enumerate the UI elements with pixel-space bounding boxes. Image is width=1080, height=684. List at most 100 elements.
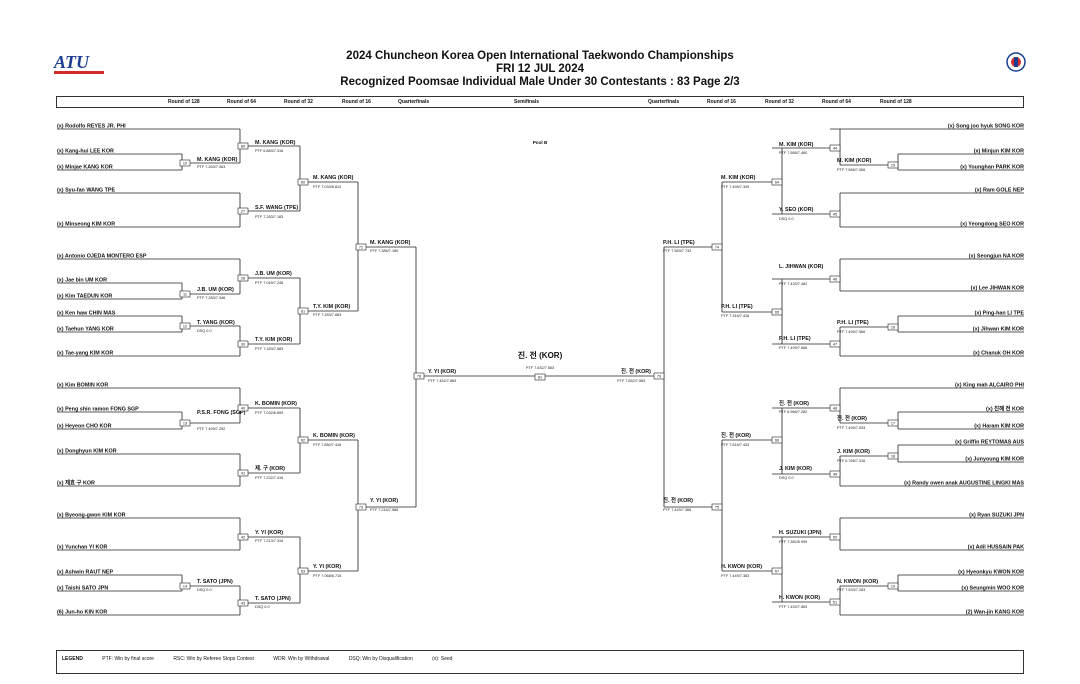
left-entry-name: (x) Ken haw CHIN MAS [57,311,116,317]
left-winner-name: T.Y. KIM (KOR) [313,304,350,310]
right-entry-name: (x) Younghan PARK KOR [960,165,1024,171]
right-winner-name: M. KIM (KOR) [837,158,872,164]
right-entry-name: (x) Ram GOLE NEP [975,188,1025,194]
left-winner-name: M. KANG (KOR) [370,240,411,246]
right-winner-score: PTF 6.966/7.282 [779,410,807,414]
title-line-3: Recognized Poomsae Individual Male Under… [340,76,740,88]
left-winner-score: PTF 6.883/7.316 [255,149,283,153]
right-winner-score: PTF 7.316/7.416 [721,314,749,318]
legend-seed: (x): Seed [432,656,453,662]
left-winner-score: PTF 7.283/7.346 [197,296,225,300]
left-entry-name: (x) Heyeon CHO KOR [57,424,112,430]
left-winner-name: K. BOMIN (KOR) [255,401,297,407]
legend-ptf: PTF: Win by final score [102,656,154,662]
left-entry-name: (x) Minjae KANG KOR [57,165,113,171]
left-entry-name: (x) Byeong-gwon KIM KOR [57,513,126,519]
right-match-46-number: 46 [833,278,837,282]
left-winner-score: PTF 7.216/7.588 [370,508,398,512]
left-entry-name: (x) Ashwin RAUT NEP [57,570,114,576]
round-header-right-128: Round of 128 [880,99,912,105]
right-winner-name: P.H. LI (TPE) [837,320,869,326]
right-winner-name: L. JIHWAN (KOR) [779,264,824,270]
right-match-18-number: 18 [891,455,895,459]
left-match-89-number: 89 [241,145,245,149]
left-winner-name: T. SATO (JPN) [197,579,233,585]
left-entry-name: (x) Taehun YANG KOR [57,327,114,333]
final-match-box [534,373,546,381]
left-winner-name: Y. YI (KOR) [370,498,398,504]
right-winner-name: H. SUZUKI (JPN) [779,530,822,536]
emblem-icon [1006,52,1026,72]
right-entry-name: (2) Wan-jin KANG KOR [966,610,1024,616]
left-winner-score: PTF 7.032/6.699 [255,411,283,415]
left-match-40-number: 40 [241,407,245,411]
title-block: 2024 Chuncheon Korea Open International … [0,50,1080,89]
right-match-16-number: 16 [891,326,895,330]
right-winner-score: DSQ 0.0 [779,217,794,221]
left-match-63-number: 63 [301,570,305,574]
right-match-75-number: 75 [715,506,719,510]
final-winner-name: 진. 전 (KOR) [518,350,563,360]
left-winner-name: K. BOMIN (KOR) [313,433,355,439]
right-match-19-number: 19 [891,585,895,589]
left-winner-name: T.Y. KIM (KOR) [255,337,292,343]
left-winner-name: M. KANG (KOR) [313,175,354,181]
right-match-17-number: 17 [891,422,895,426]
left-winner-score: PTF 7.232/7.416 [255,476,283,480]
left-match-27-number: 27 [241,210,245,214]
logo-text: ATU [53,52,90,72]
left-match-28-number: 28 [241,277,245,281]
right-winner-score: PTF 7.652/7.583 [617,379,645,383]
left-match-72-number: 72 [359,246,363,250]
right-entry-name: (x) Griffin REYTOMAS AUS [955,440,1024,446]
right-winner-name: 진. 전 (KOR) [837,414,867,422]
left-winner-name: 제. 구 (KOR) [255,464,285,472]
left-winner-name: T. YANG (KOR) [197,320,235,326]
left-entry-name: (x) Syu-fan WANG TPE [57,188,116,194]
final-winner-score: PTF 7.632/7.563 [526,366,554,370]
right-match-47-number: 47 [833,343,837,347]
left-winner-name: J.B. UM (KOR) [197,287,234,293]
right-match-66-number: 66 [775,439,779,443]
left-match-61-number: 61 [301,310,305,314]
round-header-right-qf: Quarterfinals [648,99,680,105]
right-winner-score: DSQ 0.0 [779,476,794,480]
right-entry-name: (x) Ping-han LI TPE [975,311,1025,317]
legend-wdr: WDR: Win by Withdrawal [273,656,330,662]
round-header-left-qf: Quarterfinals [398,99,430,105]
left-winner-name: M. KANG (KOR) [197,157,238,163]
right-entry-name: (x) Randy owen anak AUGUSTINE LINGKI MAS [904,481,1024,487]
right-match-65-number: 65 [775,311,779,315]
right-match-64-number: 64 [775,181,779,185]
right-match-50-number: 50 [833,536,837,540]
left-match-42-number: 42 [241,536,245,540]
left-winner-score: PTF 7.499/7.252 [197,427,225,431]
right-winner-name: Y. SEO (KOR) [779,207,814,213]
left-entry-name: (x) Kim TAEDUN KOR [57,294,112,300]
right-winner-score: PTF 7.533/7.283 [837,588,865,592]
right-winner-name: J. KIM (KOR) [837,449,870,455]
round-header-sf: Semifinals [514,99,540,105]
left-match-62-number: 62 [301,439,305,443]
left-entry-name: (x) Kim BOMIN KOR [57,383,108,389]
right-match-15-number: 15 [891,164,895,168]
legend-rsc: RSC: Win by Referee Stops Contest [173,656,254,662]
left-winner-score: PTF 7.049/7.246 [255,281,283,285]
legend-title: LEGEND [62,656,83,662]
left-winner-name: P.S.R. FONG (SGP) [197,410,246,416]
right-winner-score: PTF 7.382/6.999 [779,540,807,544]
round-header-left-32: Round of 32 [284,99,313,105]
right-entry-name: (x) 진혜 전 KOR [986,405,1024,413]
right-entry-name: (x) Chanuk OH KOR [973,351,1024,357]
left-match-43-number: 43 [241,602,245,606]
legend-dsq: DSQ: Win by Disqualification [348,656,413,662]
left-match-10-number: 10 [183,162,187,166]
right-winner-score: PTF 7.566/7.460 [779,151,807,155]
right-winner-name: 진. 전 (KOR) [663,496,693,504]
left-match-12-number: 12 [183,325,187,329]
left-entry-name: (x) Yunchan YI KOR [57,545,108,551]
right-winner-score: PTF 7.499/7.349 [721,185,749,189]
right-entry-name: (x) Seongjun NA KOR [969,254,1024,260]
left-winner-score: PTF 7.283/7.183 [255,215,283,219]
